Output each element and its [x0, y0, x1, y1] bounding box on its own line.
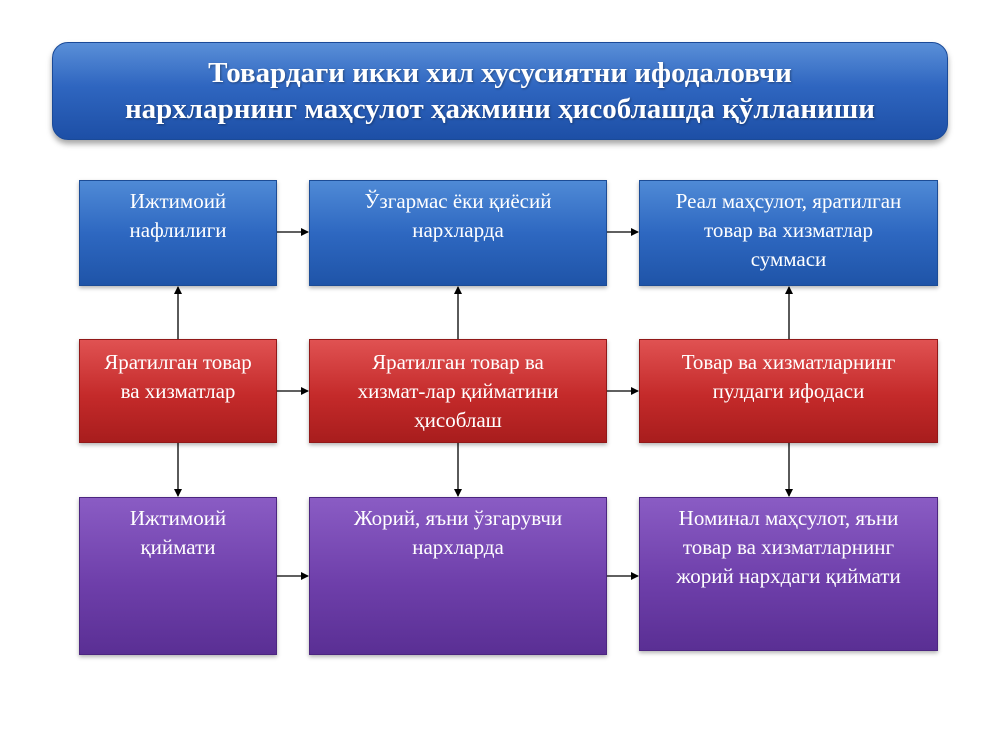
box-text-line: нархларда [412, 535, 504, 559]
box-produced-goods: Яратилган товар ва хизматлар [79, 339, 277, 443]
box-nominal-product: Номинал маҳсулот, яъни товар ва хизматла… [639, 497, 938, 651]
box-text-line: Реал маҳсулот, яратилган [675, 189, 902, 213]
box-text-line: пулдаги ифодаси [712, 379, 865, 403]
title-banner: Товардаги икки хил хусусиятни ифодаловчи… [52, 42, 948, 140]
box-text-line: хизмат-лар қийматини [357, 379, 559, 403]
box-text-line: товар ва хизматлар [704, 218, 873, 242]
box-text-line: нафлилиги [129, 218, 227, 242]
box-constant-prices: Ўзгармас ёки қиёсий нархларда [309, 180, 607, 286]
box-text-line: Яратилган товар ва [372, 350, 544, 374]
box-real-product: Реал маҳсулот, яратилган товар ва хизмат… [639, 180, 938, 286]
box-text-line: товар ва хизматларнинг [682, 535, 895, 559]
title-line-2: нархларнинг маҳсулот ҳажмини ҳисоблашда … [124, 93, 876, 125]
box-current-prices: Жорий, яъни ўзгарувчи нархларда [309, 497, 607, 655]
box-text-line: Ижтимоий [129, 189, 227, 213]
box-text-line: жорий нархдаги қиймати [676, 564, 901, 588]
box-text-line: Ўзгармас ёки қиёсий [364, 189, 552, 213]
box-text-line: Яратилган товар [104, 350, 252, 374]
box-text-line: Товар ва хизматларнинг [681, 350, 896, 374]
box-text-line: нархларда [412, 218, 504, 242]
box-text-line: ва хизматлар [120, 379, 236, 403]
box-text-line: қиймати [140, 535, 216, 559]
box-social-value: Ижтимоий қиймати [79, 497, 277, 655]
box-text-line: Ижтимоий [129, 506, 227, 530]
box-text-line: ҳисоблаш [414, 408, 502, 432]
box-value-calculation: Яратилган товар ва хизмат-лар қийматини … [309, 339, 607, 443]
box-social-utility: Ижтимоий нафлилиги [79, 180, 277, 286]
box-text-line: суммаси [750, 247, 827, 271]
title-line-1: Товардаги икки хил хусусиятни ифодаловчи [208, 57, 792, 89]
box-text-line: Номинал маҳсулот, яъни [678, 506, 899, 530]
box-monetary-expression: Товар ва хизматларнинг пулдаги ифодаси [639, 339, 938, 443]
box-text-line: Жорий, яъни ўзгарувчи [353, 506, 563, 530]
